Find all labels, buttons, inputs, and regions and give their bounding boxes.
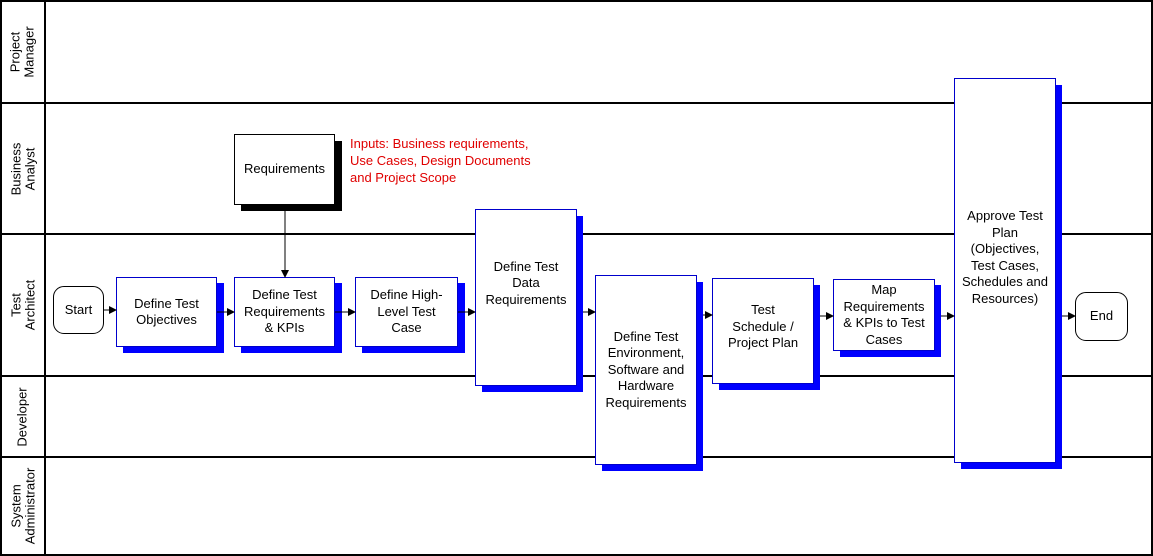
map-requirements-kpis-node: Map Requirements & KPIs to Test Cases — [833, 279, 935, 351]
requirements-node: Requirements — [234, 134, 335, 205]
end-node: End — [1075, 292, 1128, 341]
define-test-requirements-kpis-node: Define Test Requirements & KPIs — [234, 277, 335, 347]
define-test-objectives-node: Define Test Objectives — [116, 277, 217, 347]
start-node: Start — [53, 286, 104, 334]
define-test-data-requirements-node: Define Test Data Requirements — [475, 209, 577, 386]
test-schedule-project-plan-node: Test Schedule / Project Plan — [712, 278, 814, 384]
lane-label-divider — [44, 2, 46, 554]
define-high-level-test-case-node: Define High- Level Test Case — [355, 277, 458, 347]
lane-separator — [2, 456, 1151, 458]
define-test-environment-node: Define Test Environment, Software and Ha… — [595, 275, 697, 465]
lane-separator — [2, 102, 1151, 104]
inputs-note: Inputs: Business requirements, Use Cases… — [350, 136, 531, 185]
approve-test-plan-node: Approve Test Plan (Objectives, Test Case… — [954, 78, 1056, 463]
